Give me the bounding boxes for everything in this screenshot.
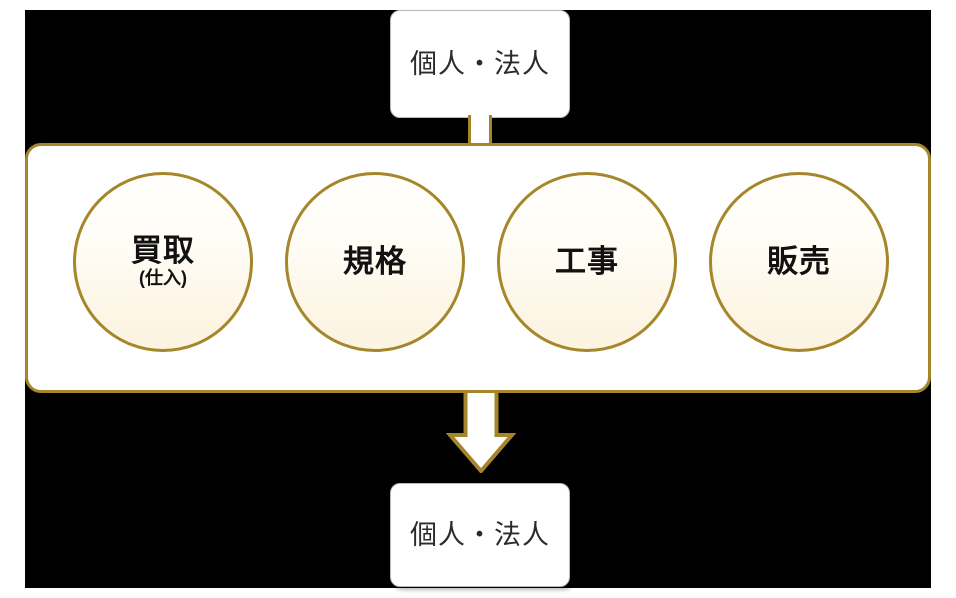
node-bottom-customer: 個人・法人 (390, 483, 570, 587)
process-circle-4: 販売 (709, 172, 889, 352)
process-circle-3: 工事 (497, 172, 677, 352)
process-steps: 買取 (仕入) 規格 工事 販売 (28, 146, 928, 390)
process-circle-4-label: 販売 (767, 243, 831, 279)
node-bottom-label: 個人・法人 (410, 519, 550, 550)
node-top-customer: 個人・法人 (390, 10, 570, 118)
process-circle-1-label: 買取 (131, 232, 195, 268)
process-container: 買取 (仕入) 規格 工事 販売 (25, 143, 931, 393)
down-arrow-icon (446, 391, 516, 473)
process-circle-3-label: 工事 (555, 243, 619, 279)
top-connector (468, 115, 492, 146)
process-circle-1-sublabel: (仕入) (139, 268, 187, 289)
process-circle-2: 規格 (285, 172, 465, 352)
process-circle-2-label: 規格 (343, 243, 407, 279)
node-top-label: 個人・法人 (410, 48, 550, 79)
process-circle-1: 買取 (仕入) (73, 172, 253, 352)
